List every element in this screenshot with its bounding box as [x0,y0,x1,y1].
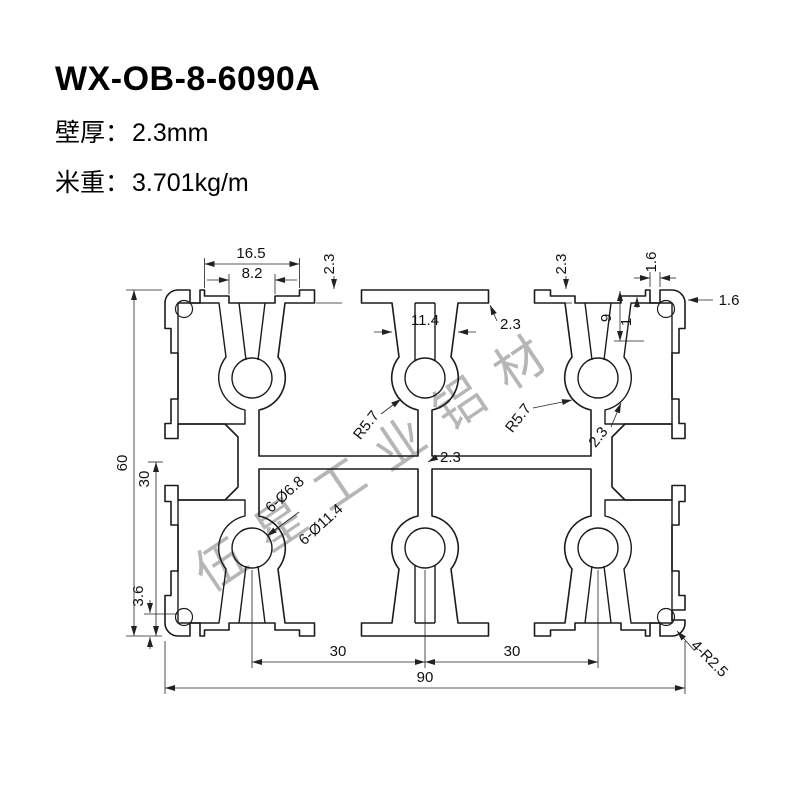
meter-weight-value: 3.701kg/m [132,169,249,197]
core-hole [231,527,273,569]
corner-holes [174,299,676,627]
dim-label-hole-pitch-left: 30 [330,643,347,660]
dim-overall-height: 60 [114,289,162,637]
dim-label-wall-diag: 2.3 [585,424,611,451]
dim-label-boss-radius-right: R5.7 [502,401,535,436]
dim-label-neck-wall: 2.3 [500,316,521,333]
profile-inner-cavities [177,302,673,624]
cavity-bottom-right [604,499,673,624]
dim-mouth-width: 8.2 [207,265,297,294]
dim-label-neck-width: 11.4 [411,312,439,329]
cavity-top-right [604,302,673,425]
cavity-top-left [177,302,246,425]
dim-hole-callouts: 6-Ø6.8 6-Ø11.4 [262,473,346,549]
corner-hole [174,607,194,627]
profile-outline [164,289,686,637]
core-holes [231,357,619,569]
core-hole [577,357,619,399]
page-title: WX-OB-8-6090A [55,60,321,98]
dim-label-hole-pitch-right: 30 [504,643,521,660]
dim-boss-radius-left: R5.7 [350,398,402,443]
dim-label-corner-radius: 4-R2.5 [687,637,731,681]
dim-hole-pitch: 30 30 [251,570,599,668]
dim-label-hole-small: 6-Ø6.8 [262,473,307,516]
cavity-bottom-left [177,499,246,624]
corner-hole [174,299,194,319]
dim-boss-radius-right: R5.7 [502,399,573,436]
dim-label-corner-offset: 3.6 [130,586,147,607]
dim-label-corner-height: 9 [598,314,615,322]
header-block: WX-OB-8-6090A 壁厚：2.3mm 米重：3.701kg/m [55,60,320,199]
core-hole [577,527,619,569]
dim-neck-wall: 2.3 [489,304,521,333]
dim-label-corner-wall: 1.6 [719,292,740,309]
dim-label-recess-width: 16.5 [236,245,265,262]
dim-label-overall-width: 90 [417,669,434,686]
dim-corner-notch-width: 1.6 [634,252,676,287]
dim-corner-offset: 3.6 [130,586,178,649]
dim-web-width: 2.3 [427,449,461,466]
dim-lip-depth-right: 2.3 [536,254,572,304]
dim-label-lip-left: 2.3 [321,254,338,275]
dim-label-web-width: 2.3 [440,449,461,466]
dim-corner-height: 9 [598,291,644,342]
meter-weight-label: 米重： [55,169,131,197]
core-hole [404,527,446,569]
dim-label-boss-radius-left: R5.7 [350,408,383,443]
dim-overall-width: 90 [164,641,686,694]
dim-label-hole-large: 6-Ø11.4 [296,501,347,549]
dim-half-height: 30 [136,461,163,636]
wall-thickness-line: 壁厚：2.3mm [55,113,320,149]
dim-label-mouth-width: 8.2 [242,265,263,282]
dim-lip-depth-left: 2.3 [316,254,342,304]
corner-hole [656,299,676,319]
dim-corner-wall: 1.6 [688,292,739,309]
core-hole [231,357,273,399]
dim-label-lip-right: 2.3 [553,254,570,275]
dim-label-corner-notch: 1.6 [643,252,660,273]
dim-label-overall-height: 60 [114,455,131,472]
corner-hole [656,607,676,627]
dimension-annotations: 16.5 8.2 2.3 2.3 1 [114,245,739,694]
wall-thickness-label: 壁厚： [55,119,131,147]
core-hole [404,357,446,399]
dim-label-corner-step: 1 [618,318,635,326]
dim-recess-width: 16.5 [204,245,300,288]
wall-thickness-value: 2.3mm [132,119,209,147]
dim-neck-width: 11.4 [374,312,476,335]
dim-label-half-height: 30 [136,471,153,488]
meter-weight-line: 米重：3.701kg/m [55,163,320,199]
screw-channels [238,302,612,624]
dim-corner-step: 1 [618,297,640,326]
